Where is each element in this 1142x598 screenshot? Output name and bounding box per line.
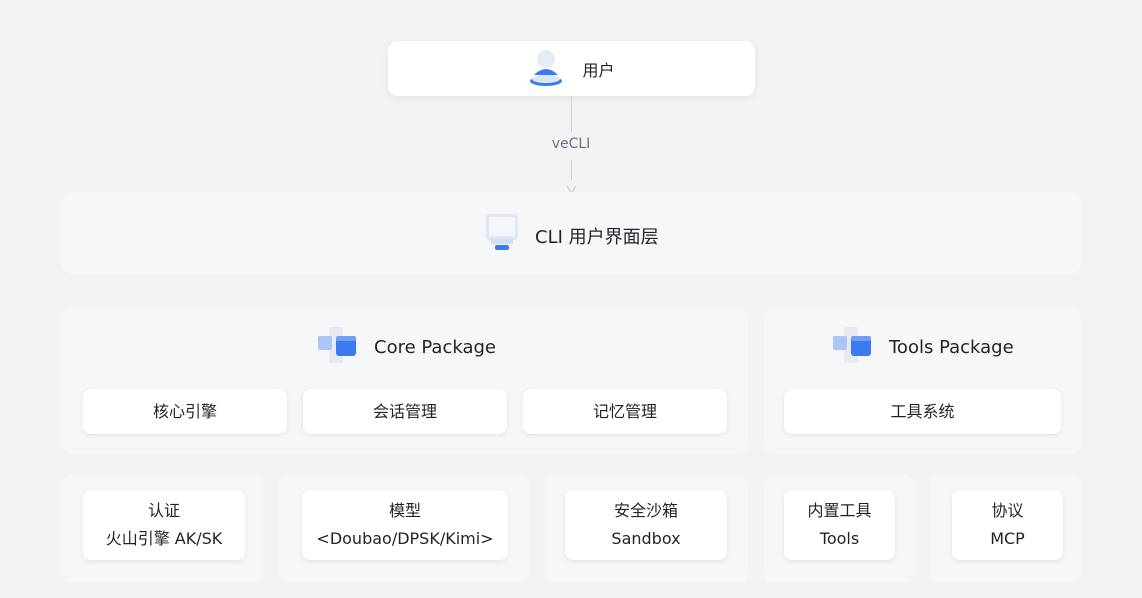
sandbox-card: 安全沙箱 Sandbox bbox=[565, 490, 727, 560]
builtin-tools-title: 内置工具 bbox=[807, 501, 872, 520]
core-package-title: Core Package bbox=[316, 325, 496, 370]
tools-package-title: Tools Package bbox=[831, 325, 1014, 370]
connector-line-top bbox=[571, 97, 572, 132]
monitor-icon bbox=[483, 212, 521, 259]
core-package-label: Core Package bbox=[374, 337, 496, 358]
tools-package-label: Tools Package bbox=[889, 337, 1014, 358]
user-node: 用户 bbox=[388, 41, 755, 96]
protocol-card: 协议 MCP bbox=[952, 490, 1063, 560]
builtin-tools-card: 内置工具 Tools bbox=[784, 490, 895, 560]
auth-title: 认证 bbox=[147, 501, 180, 520]
package-cubes-icon bbox=[831, 325, 875, 370]
auth-card: 认证 火山引擎 AK/SK bbox=[83, 490, 245, 560]
user-label: 用户 bbox=[582, 60, 615, 80]
core-module-memory: 记忆管理 bbox=[523, 389, 727, 434]
model-title: 模型 bbox=[388, 501, 421, 520]
protocol-subtitle: MCP bbox=[990, 529, 1025, 548]
protocol-title: 协议 bbox=[991, 501, 1024, 520]
cli-layer-title: CLI 用户界面层 bbox=[483, 212, 659, 259]
core-module-engine: 核心引擎 bbox=[83, 389, 287, 434]
connector-line-bottom bbox=[571, 160, 572, 180]
sandbox-subtitle: Sandbox bbox=[611, 529, 681, 548]
core-module-session: 会话管理 bbox=[303, 389, 507, 434]
auth-subtitle: 火山引擎 AK/SK bbox=[105, 529, 223, 548]
cli-layer-label: CLI 用户界面层 bbox=[535, 226, 659, 248]
connector-label: veCLI bbox=[551, 136, 591, 152]
cli-layer-panel bbox=[62, 192, 1081, 274]
tools-module-system: 工具系统 bbox=[784, 389, 1061, 434]
model-subtitle: <Doubao/DPSK/Kimi> bbox=[316, 529, 494, 548]
model-card: 模型 <Doubao/DPSK/Kimi> bbox=[302, 490, 508, 560]
sandbox-title: 安全沙箱 bbox=[613, 501, 678, 520]
user-icon bbox=[528, 47, 564, 91]
builtin-tools-subtitle: Tools bbox=[819, 529, 860, 548]
package-cubes-icon bbox=[316, 325, 360, 370]
